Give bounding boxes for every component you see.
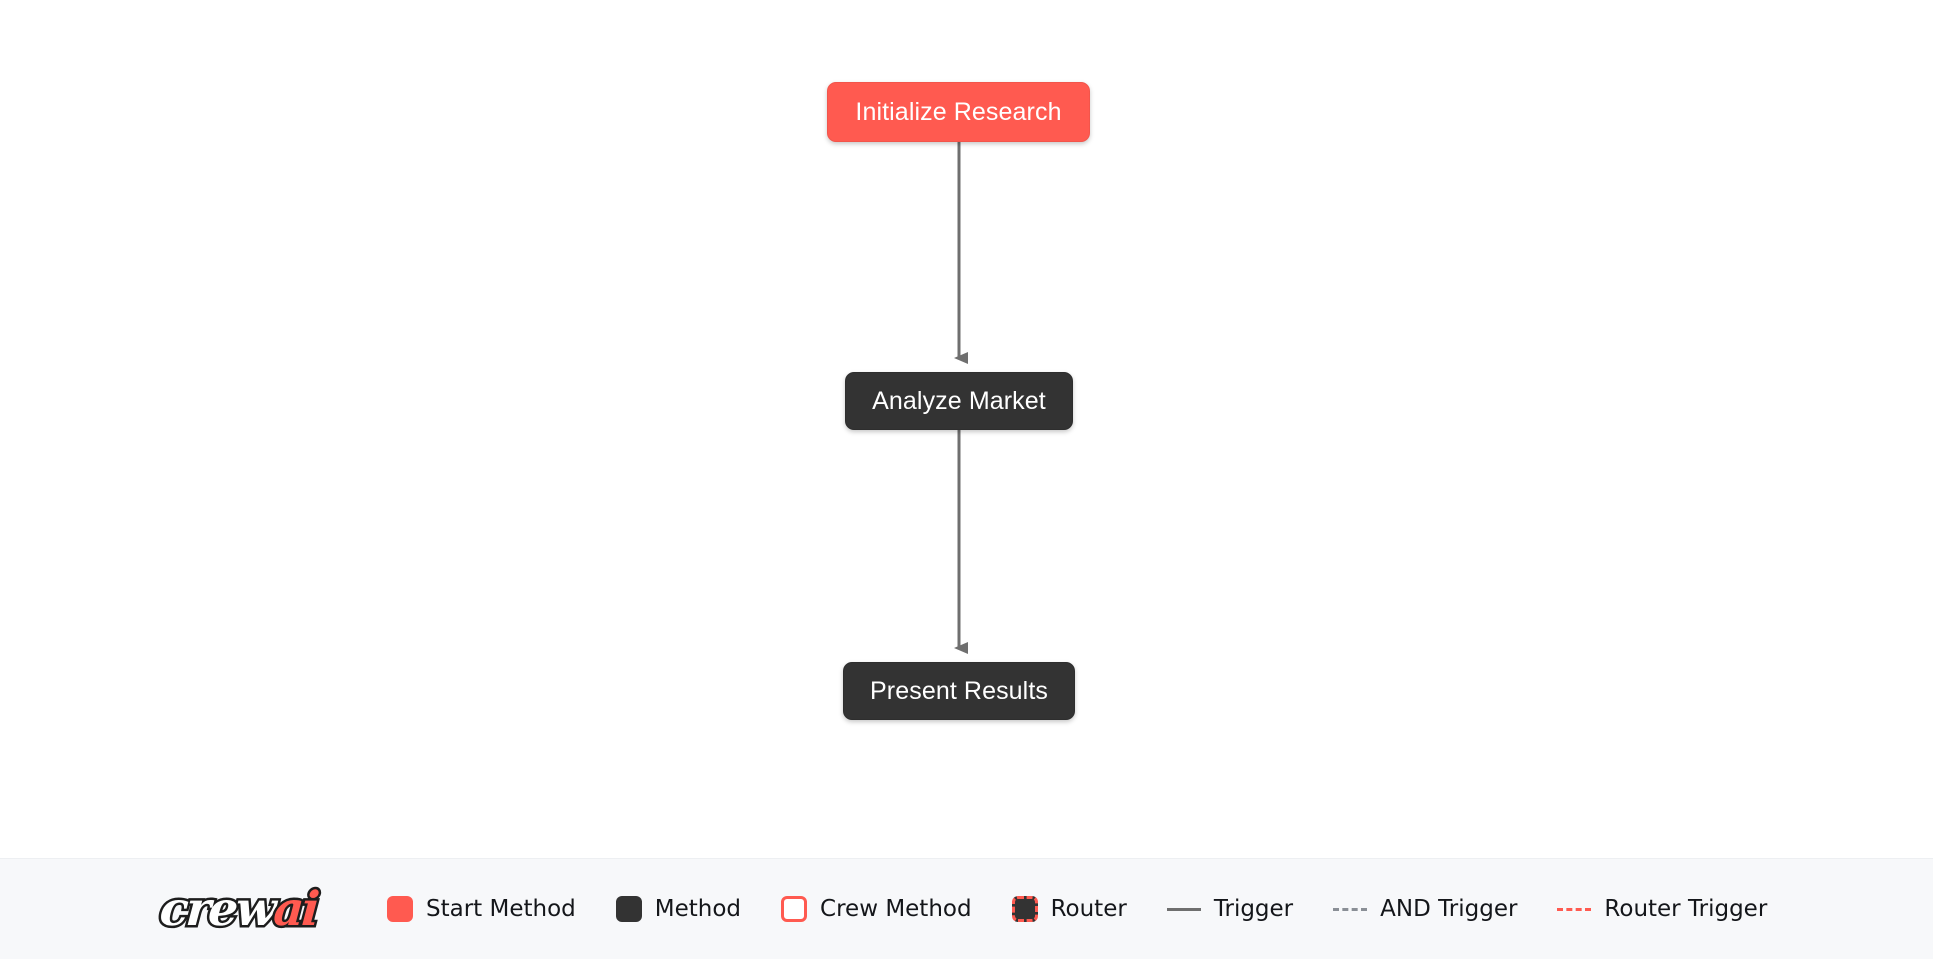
edge-layer [954, 142, 968, 654]
legend-bar: crewai Start Method Method Crew Method R… [0, 858, 1933, 959]
flow-node-initialize-research[interactable]: Initialize Research [827, 82, 1090, 142]
trigger-line-icon [1166, 907, 1201, 911]
legend-item-label: Router [1050, 895, 1127, 922]
legend-item-start-method: Start Method [387, 896, 576, 922]
flow-node-analyze-market[interactable]: Analyze Market [845, 372, 1073, 430]
legend-item-crew-method: Crew Method [781, 896, 972, 922]
and-trigger-line-icon [1333, 907, 1368, 911]
legend-item-label: Start Method [426, 895, 576, 922]
start-method-swatch-icon [387, 896, 413, 922]
legend-item-and-trigger: AND Trigger [1333, 895, 1518, 922]
flow-node-label: Present Results [870, 676, 1048, 705]
legend-items: Start Method Method Crew Method Router T… [387, 896, 1933, 922]
crew-method-swatch-icon [781, 896, 808, 922]
legend-item-trigger: Trigger [1166, 895, 1294, 922]
logo-text-crew: crew [156, 879, 279, 939]
legend-item-label: Router Trigger [1604, 895, 1768, 922]
legend-item-router: Router [1011, 895, 1127, 922]
router-swatch-icon [1011, 896, 1038, 922]
flow-node-present-results[interactable]: Present Results [843, 662, 1075, 720]
method-swatch-icon [615, 896, 642, 922]
logo-text-ai: ai [269, 879, 321, 939]
flow-canvas[interactable]: Initialize Research Analyze Market Prese… [0, 0, 1933, 858]
legend-item-label: Method [654, 895, 742, 922]
crewai-logo: crewai [156, 878, 345, 940]
legend-item-method: Method [615, 895, 742, 922]
legend-item-label: AND Trigger [1380, 895, 1518, 922]
flow-node-label: Analyze Market [872, 386, 1046, 415]
router-trigger-line-icon [1557, 907, 1592, 911]
legend-item-label: Trigger [1213, 895, 1294, 922]
legend-item-label: Crew Method [820, 895, 972, 922]
flow-node-label: Initialize Research [855, 97, 1062, 126]
legend-item-router-trigger: Router Trigger [1557, 895, 1768, 922]
